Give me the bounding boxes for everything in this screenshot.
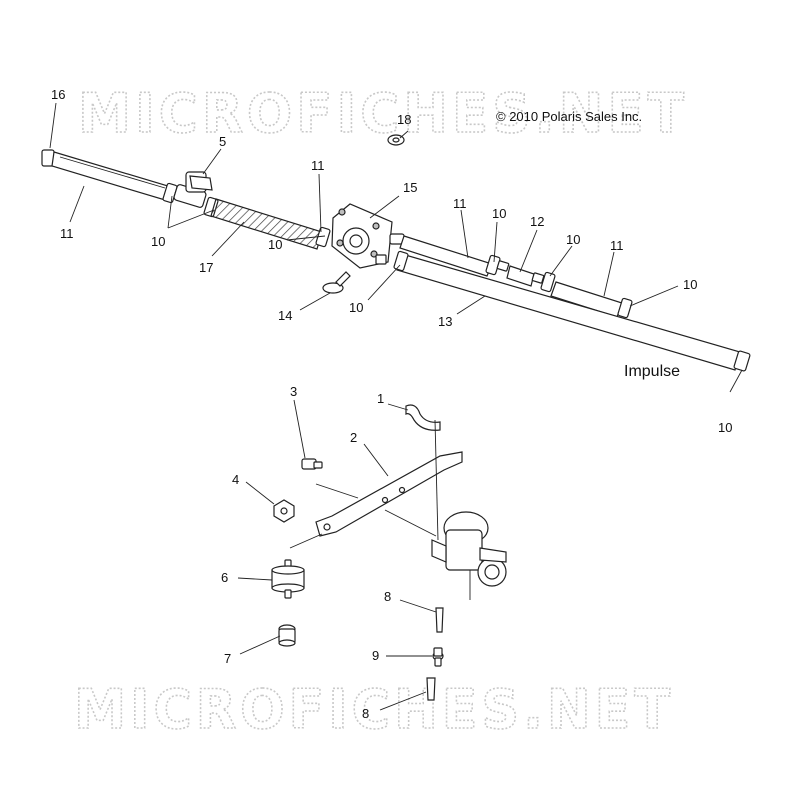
callout-10: 10 [492, 206, 506, 221]
part-17-braided-hose [210, 198, 323, 250]
callout-10: 10 [349, 300, 363, 315]
watermark-top: MICROFICHES.NET [78, 82, 688, 145]
part-10-clamp-right-c [617, 297, 633, 319]
part-10-clamp-center [315, 226, 331, 248]
callout-8: 8 [362, 706, 369, 721]
callout-15: 15 [403, 180, 417, 195]
part-11-hose-left [51, 151, 169, 201]
callout-10: 10 [151, 234, 165, 249]
callout-6: 6 [221, 570, 228, 585]
part-14-push-pin [322, 271, 351, 294]
copyright-notice: © 2010 Polaris Sales Inc. [496, 109, 642, 124]
part-12-fuel-filter [496, 260, 545, 287]
callout-10: 10 [268, 237, 282, 252]
callout-7: 7 [224, 651, 231, 666]
callout-3: 3 [290, 384, 297, 399]
callout-9: 9 [372, 648, 379, 663]
leader-lines [49, 102, 743, 711]
carburetor [431, 511, 507, 600]
callout-12: 12 [530, 214, 544, 229]
callout-11: 11 [453, 196, 467, 211]
part-1-vent-hose [405, 404, 441, 431]
part-3-bolt [301, 458, 323, 470]
callout-10: 10 [718, 420, 732, 435]
part-7-bushing [278, 624, 296, 647]
part-6-rubber-mount [271, 559, 305, 599]
callout-2: 2 [350, 430, 357, 445]
callout-10: 10 [683, 277, 697, 292]
part-10-clamp-impulse-end [733, 350, 751, 372]
part-11-hose-pump-outlet [399, 235, 493, 277]
callout-11: 11 [311, 158, 325, 173]
callout-4: 4 [232, 472, 239, 487]
impulse-label: Impulse [624, 363, 680, 380]
callout-5: 5 [219, 134, 226, 149]
part-10-clamp-impulse-start [393, 250, 409, 272]
part-15-fuel-pump [331, 203, 405, 269]
part-10-clamp-right-b [540, 271, 556, 293]
callout-11: 11 [610, 238, 624, 253]
callout-18: 18 [397, 112, 411, 127]
part-9-fitting [432, 647, 444, 667]
callout-17: 17 [199, 260, 213, 275]
callout-labels: 16 5 11 10 17 11 10 15 18 14 10 11 10 12… [51, 87, 732, 721]
part-13-impulse-line [396, 253, 741, 371]
callout-16: 16 [51, 87, 65, 102]
part-5-valve [173, 171, 213, 208]
callout-8: 8 [384, 589, 391, 604]
part-8-pin-lower [426, 677, 436, 701]
callout-14: 14 [278, 308, 292, 323]
callout-11: 11 [60, 226, 74, 241]
callout-10: 10 [566, 232, 580, 247]
callout-1: 1 [377, 391, 384, 406]
part-4-nut [273, 499, 295, 523]
callout-13: 13 [438, 314, 452, 329]
part-2-bracket [315, 451, 463, 537]
part-8-pin-upper [435, 607, 444, 633]
watermark-bottom: MICROFICHES.NET [74, 678, 674, 741]
